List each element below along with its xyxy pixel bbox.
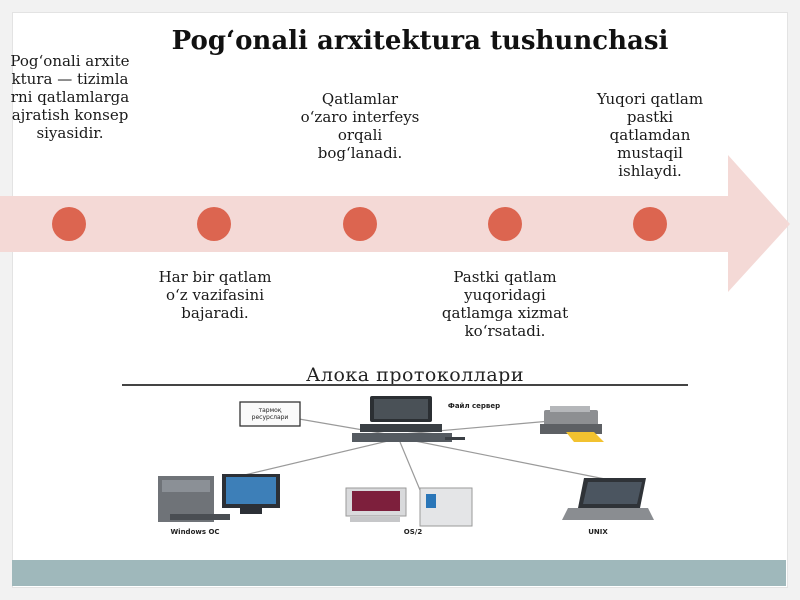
disk-icon [239,401,301,427]
timeline-note-5: Yuqori qatlam pastki qatlamdan mustaqil … [596,90,704,180]
timeline-dot-4 [488,207,522,241]
diagram-rule [122,384,688,386]
printer-icon [540,406,604,442]
diagram-title: Алока протоколлари [306,364,524,386]
timeline-note-3: Qatlamlar o‘zaro interfeys orqali bog‘la… [300,90,420,162]
timeline-note-2: Har bir qatlam o‘z vazifasini bajaradi. [158,268,272,322]
footer-band [12,560,786,586]
unix-laptop-icon [562,478,654,520]
timeline-dot-5 [633,207,667,241]
timeline-dot-2 [197,207,231,241]
slide-title: Pog‘onali arxitektura tushunchasi [171,26,669,56]
os2-computer-icon [345,487,473,527]
timeline-note-4: Pastki qatlam yuqoridagi qatlamga xizmat… [441,268,569,340]
timeline-dot-1 [52,207,86,241]
windows-label: Windows ОС [170,528,220,536]
windows-computer-icon [158,474,280,522]
os2-label: OS/2 [403,528,423,536]
disk-label: тармоқ ресурслари [251,407,289,421]
timeline-note-1: Pog‘onali arxitektura — tizimlarni qatla… [10,52,130,142]
unix-label: UNIX [588,528,608,536]
server-icon [352,396,465,442]
server-label: Файл сервер [447,402,501,410]
timeline-dot-3 [343,207,377,241]
arrow-shape [0,155,790,292]
